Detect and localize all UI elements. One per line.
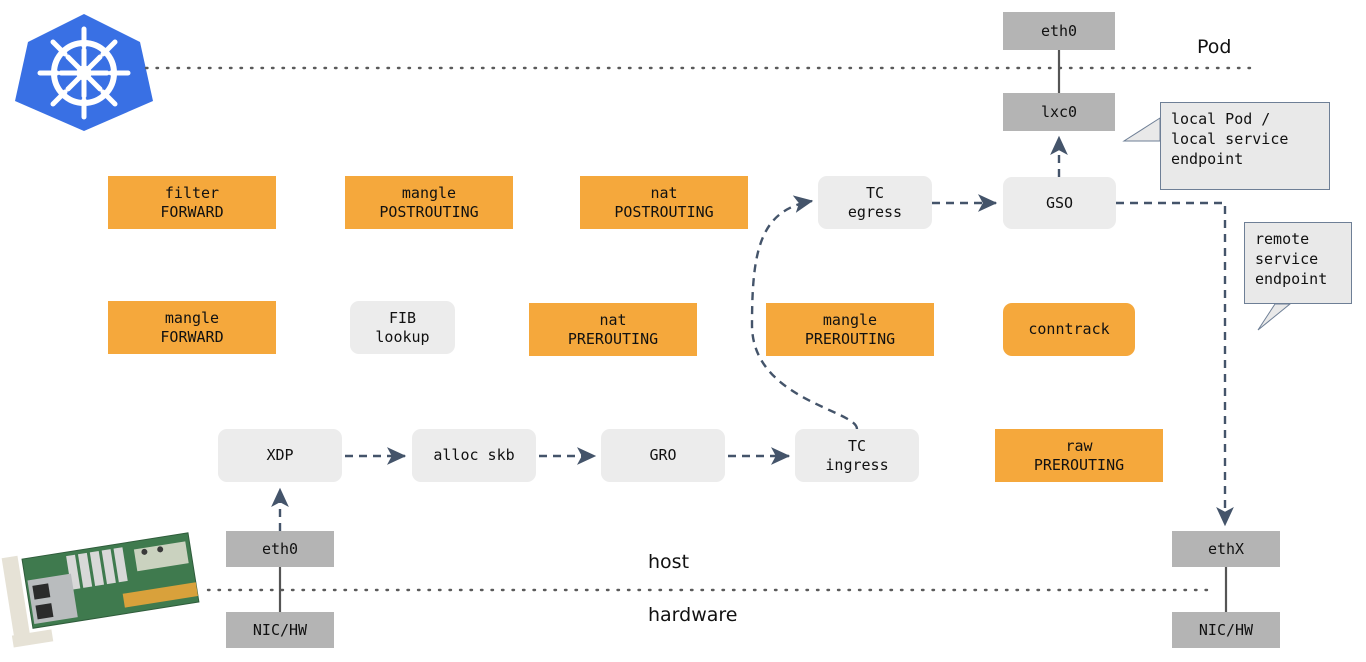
node-ethx[interactable]: ethX [1172, 531, 1280, 567]
node-filter-forward[interactable]: filter FORWARD [108, 176, 276, 229]
nic-card-photo [0, 525, 205, 658]
node-gro[interactable]: GRO [601, 429, 725, 482]
zone-label-pod: Pod [1197, 36, 1232, 58]
kubernetes-logo-icon [14, 10, 154, 135]
node-pod-eth0[interactable]: eth0 [1003, 12, 1115, 50]
node-tc-egress[interactable]: TC egress [818, 176, 932, 229]
node-host-eth0[interactable]: eth0 [226, 531, 334, 567]
node-host-nic-hw[interactable]: NIC/HW [226, 612, 334, 648]
node-alloc-skb[interactable]: alloc skb [412, 429, 536, 482]
node-raw-prerouting[interactable]: raw PREROUTING [995, 429, 1163, 482]
node-xdp[interactable]: XDP [218, 429, 342, 482]
node-fib-lookup[interactable]: FIB lookup [350, 301, 455, 354]
node-nat-postrouting[interactable]: nat POSTROUTING [580, 176, 748, 229]
node-mangle-postrouting[interactable]: mangle POSTROUTING [345, 176, 513, 229]
node-conntrack[interactable]: conntrack [1003, 303, 1135, 356]
callout-remote-endpoint: remote service endpoint [1244, 222, 1352, 304]
zone-label-host: host [648, 551, 690, 573]
node-mangle-prerouting[interactable]: mangle PREROUTING [766, 303, 934, 356]
node-lxc0[interactable]: lxc0 [1003, 93, 1115, 131]
zone-label-hardware: hardware [648, 604, 738, 626]
callout-local-endpoint: local Pod / local service endpoint [1160, 102, 1330, 190]
node-nat-prerouting[interactable]: nat PREROUTING [529, 303, 697, 356]
node-tc-ingress[interactable]: TC ingress [795, 429, 919, 482]
node-remote-nic-hw[interactable]: NIC/HW [1172, 612, 1280, 648]
node-gso[interactable]: GSO [1003, 177, 1116, 229]
node-mangle-forward[interactable]: mangle FORWARD [108, 301, 276, 354]
